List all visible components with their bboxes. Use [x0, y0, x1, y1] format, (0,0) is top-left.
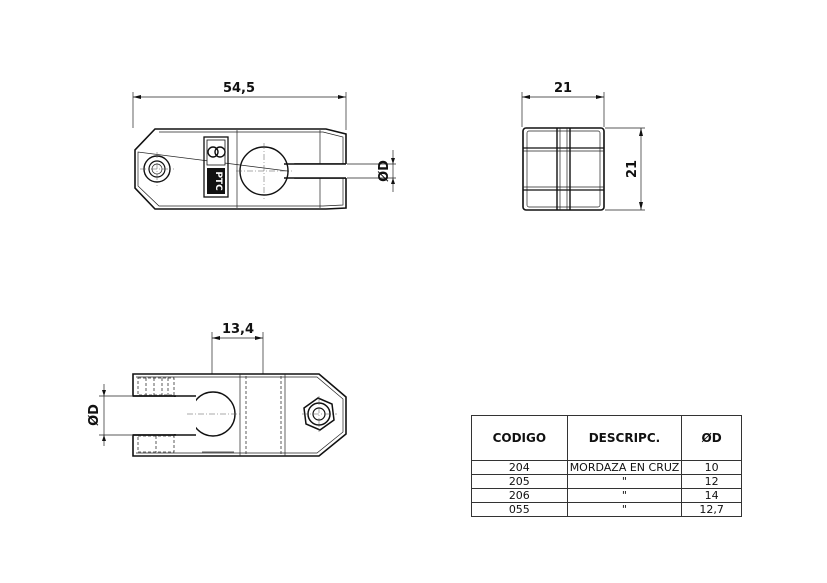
cell-diametro: 12,7 — [681, 502, 742, 517]
table-row: 206 " 14 — [471, 488, 742, 503]
cell-diametro: 10 — [681, 460, 742, 475]
header-codigo: CODIGO — [471, 415, 568, 461]
front-view: 13,4 — [87, 322, 347, 457]
dim-side-width-label: 21 — [554, 81, 572, 96]
brand-logo: PTC — [203, 136, 229, 198]
header-diametro: ØD — [681, 415, 742, 461]
cell-diametro: 12 — [681, 474, 742, 489]
cell-descripcion: " — [566, 488, 683, 503]
dim-side-height-label: 21 — [625, 160, 640, 178]
table-row: 204 MORDAZA EN CRUZ 10 — [471, 460, 742, 475]
cell-descripcion: " — [566, 502, 683, 517]
top-view: 54,5 PTC Ø — [132, 81, 396, 210]
cell-codigo: 206 — [471, 488, 568, 503]
cell-descripcion: " — [566, 474, 683, 489]
cell-descripcion: MORDAZA EN CRUZ — [566, 460, 683, 475]
dim-width-label: 54,5 — [223, 81, 255, 96]
cell-codigo: 204 — [471, 460, 568, 475]
cell-codigo: 205 — [471, 474, 568, 489]
dim-diameter-label: ØD — [377, 160, 392, 182]
side-view: 21 21 — [521, 81, 645, 211]
table-header-row: CODIGO DESCRIPC. ØD — [471, 415, 742, 461]
dim-front-diameter-label: ØD — [87, 404, 102, 426]
header-descripcion: DESCRIPC. — [566, 415, 683, 461]
dim-offset-label: 13,4 — [222, 322, 254, 337]
parts-table: CODIGO DESCRIPC. ØD 204 MORDAZA EN CRUZ … — [471, 415, 742, 517]
table-row: 055 " 12,7 — [471, 502, 742, 517]
table-row: 205 " 12 — [471, 474, 742, 489]
cell-codigo: 055 — [471, 502, 568, 517]
cell-diametro: 14 — [681, 488, 742, 503]
logo-text: PTC — [213, 171, 223, 191]
